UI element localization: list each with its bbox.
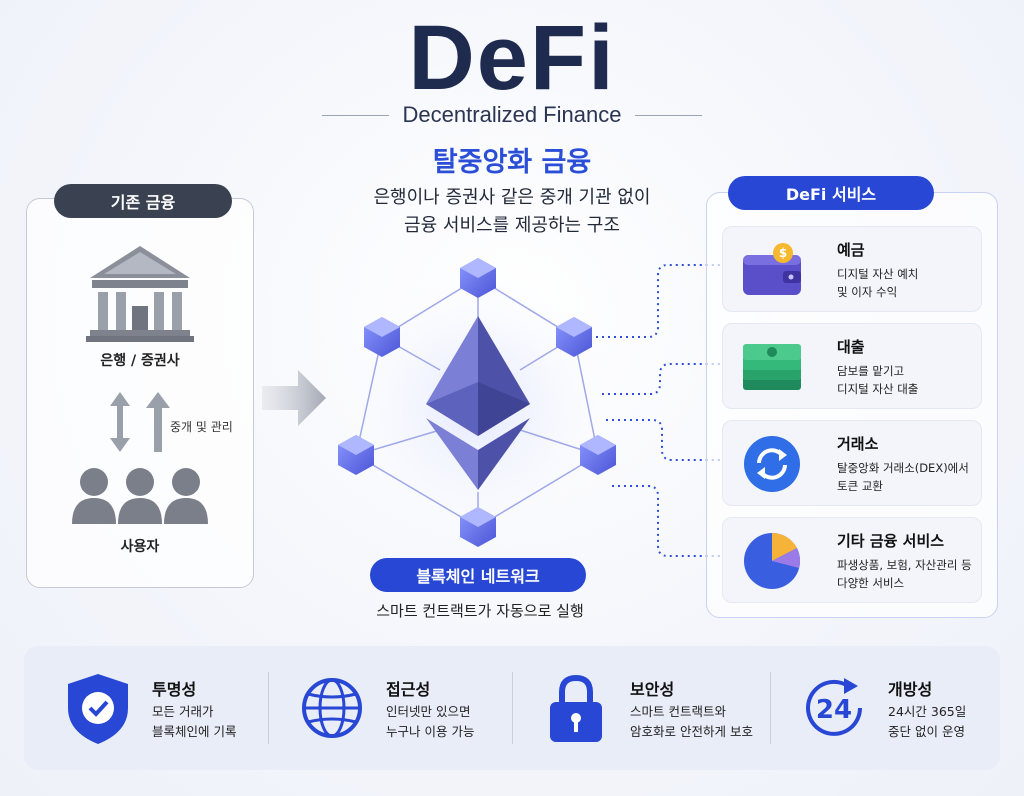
users-icon	[72, 468, 208, 524]
svg-text:$: $	[779, 246, 787, 260]
service-description: 담보를 맡기고 디지털 자산 대출	[837, 362, 918, 398]
feature-title: 접근성	[386, 680, 431, 699]
pie-chart-icon	[744, 532, 800, 589]
feature-divider	[512, 672, 513, 744]
service-description-line-2: 토큰 교환	[837, 479, 883, 493]
user-label: 사용자	[120, 539, 160, 555]
service-description-line-1: 파생상품, 보험, 자산관리 등	[837, 558, 972, 572]
service-description: 탈중앙화 거래소(DEX)에서 토큰 교환	[837, 459, 969, 495]
flow-arrow-icon	[262, 370, 326, 426]
shield-check-icon	[68, 674, 128, 744]
features-bar: 투명성 모든 거래가 블록체인에 기록 접근성 인터넷만 있으면 누구나 이용 …	[24, 646, 1000, 770]
service-card-deposit: $ 예금 디지털 자산 예치 및 이자 수익	[722, 226, 982, 312]
feature-description: 인터넷만 있으면 누구나 이용 가능	[386, 702, 474, 742]
subtitle-rule-left	[322, 114, 389, 116]
feature-title: 투명성	[152, 680, 197, 699]
service-title: 대출	[837, 338, 865, 356]
subtitle-row: Decentralized Finance	[322, 100, 702, 130]
ethereum-icon	[426, 316, 530, 490]
service-description-line-2: 및 이자 수익	[837, 285, 898, 299]
feature-description-line-1: 인터넷만 있으면	[386, 704, 471, 719]
service-connectors	[596, 264, 722, 557]
feature-description-line-2: 누구나 이용 가능	[386, 724, 475, 739]
traditional-finance-pill: 기존 금융	[54, 184, 232, 218]
description-line-2: 금융 서비스를 제공하는 구조	[404, 215, 620, 236]
bank-icon	[86, 246, 194, 342]
clock-24-text: 24	[816, 695, 852, 725]
service-card-other: 기타 금융 서비스 파생상품, 보험, 자산관리 등 다양한 서비스	[722, 517, 982, 603]
defi-services-pill: DeFi 서비스	[728, 176, 934, 210]
service-description: 디지털 자산 예치 및 이자 수익	[837, 265, 918, 301]
bank-label: 은행 / 증권사	[100, 353, 180, 369]
feature-description-line-1: 모든 거래가	[152, 704, 214, 719]
feature-description-line-2: 중단 없이 운영	[888, 724, 965, 739]
subtitle-rule-right	[635, 114, 702, 116]
feature-description-line-2: 암호화로 안전하게 보호	[630, 724, 753, 739]
service-description-line-1: 디지털 자산 예치	[837, 267, 919, 281]
feature-divider	[268, 672, 269, 744]
lock-icon	[550, 674, 602, 742]
service-title: 기타 금융 서비스	[837, 532, 945, 550]
service-description-line-2: 디지털 자산 대출	[837, 382, 919, 396]
mediation-label: 중개 및 관리	[170, 420, 233, 434]
network-nodes	[338, 258, 616, 547]
exchange-icon	[744, 436, 800, 492]
service-description-line-1: 탈중앙화 거래소(DEX)에서	[837, 461, 969, 475]
description: 은행이나 증권사 같은 중개 기관 없이 금융 서비스를 제공하는 구조	[312, 184, 712, 240]
feature-description-line-2: 블록체인에 기록	[152, 724, 237, 739]
feature-description: 스마트 컨트랙트와 암호화로 안전하게 보호	[630, 702, 753, 742]
feature-openness: 24 개방성 24시간 365일 중단 없이 운영	[798, 646, 994, 770]
up-arrow-icon	[146, 392, 170, 452]
service-description: 파생상품, 보험, 자산관리 등 다양한 서비스	[837, 556, 972, 592]
feature-description: 24시간 365일 중단 없이 운영	[888, 702, 966, 742]
two-way-arrow-icon	[110, 392, 130, 452]
headline: 탈중앙화 금융	[432, 147, 592, 178]
node-cube-icon	[460, 507, 496, 547]
feature-description-line-1: 24시간 365일	[888, 704, 967, 719]
globe-icon	[302, 678, 362, 738]
wallet-icon: $	[743, 243, 801, 295]
cash-stack-icon	[743, 344, 801, 390]
page-subtitle: Decentralized Finance	[402, 102, 622, 127]
service-title: 예금	[837, 241, 865, 259]
feature-title: 보안성	[630, 680, 675, 699]
blockchain-network-pill: 블록체인 네트워크	[370, 558, 586, 592]
service-description-line-2: 다양한 서비스	[837, 576, 905, 590]
feature-transparency: 투명성 모든 거래가 블록체인에 기록	[62, 646, 272, 770]
feature-title: 개방성	[888, 680, 933, 699]
network-description: 스마트 컨트랙트가 자동으로 실행	[376, 602, 584, 620]
feature-description: 모든 거래가 블록체인에 기록	[152, 702, 236, 742]
service-description-line-1: 담보를 맡기고	[837, 364, 905, 378]
feature-divider	[770, 672, 771, 744]
description-line-1: 은행이나 증권사 같은 중개 기관 없이	[373, 187, 651, 208]
node-cube-icon	[338, 435, 374, 475]
page-title: DeFi	[408, 7, 616, 109]
node-cube-icon	[580, 435, 616, 475]
feature-security: 보안성 스마트 컨트랙트와 암호화로 안전하게 보호	[540, 646, 770, 770]
node-cube-icon	[556, 317, 592, 357]
feature-description-line-1: 스마트 컨트랙트와	[630, 704, 726, 719]
feature-accessibility: 접근성 인터넷만 있으면 누구나 이용 가능	[296, 646, 506, 770]
service-title: 거래소	[837, 435, 879, 453]
node-cube-icon	[364, 317, 400, 357]
node-cube-icon	[460, 258, 496, 298]
service-card-loan: 대출 담보를 맡기고 디지털 자산 대출	[722, 323, 982, 409]
service-card-exchange: 거래소 탈중앙화 거래소(DEX)에서 토큰 교환	[722, 420, 982, 506]
clock-24-icon: 24	[806, 678, 862, 736]
